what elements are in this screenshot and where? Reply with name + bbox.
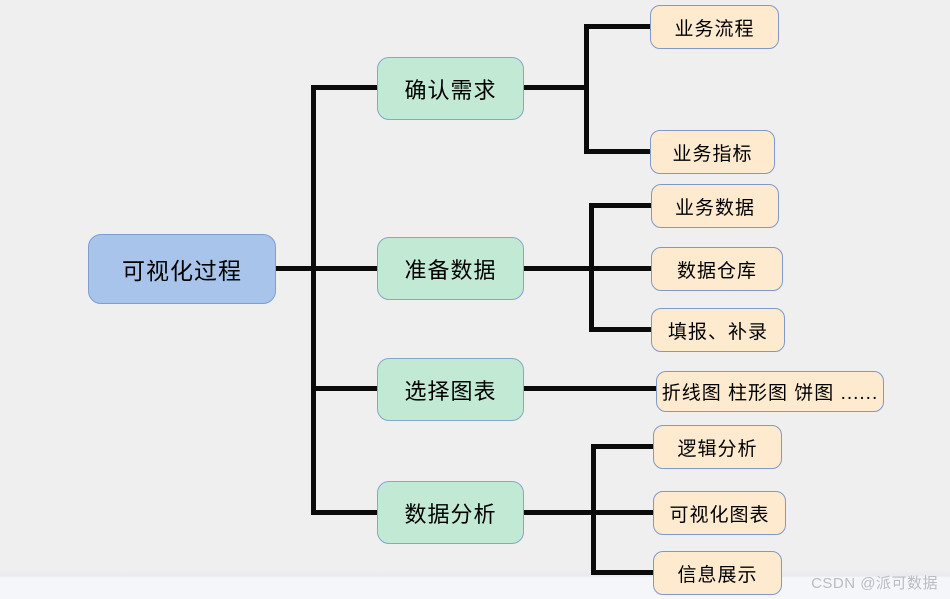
node-leaf-fill-in-supplement[interactable]: 填报、补录 [651, 308, 785, 352]
canvas-bottom-band [0, 577, 950, 599]
canvas-bottom-fade [0, 570, 950, 579]
edge-branch-4-leaf-1 [591, 444, 653, 449]
node-leaf-business-metrics[interactable]: 业务指标 [650, 130, 775, 174]
edge-trunk-to-branch-2 [311, 266, 379, 271]
node-leaf-visual-charts[interactable]: 可视化图表 [653, 491, 786, 535]
node-branch-data-analysis[interactable]: 数据分析 [377, 481, 524, 544]
edge-branch-4-trunk [591, 444, 596, 575]
node-branch-prepare-data[interactable]: 准备数据 [377, 237, 524, 300]
edge-branch-4-stub [524, 510, 596, 515]
edge-branch-1-stub [524, 85, 589, 90]
node-root-visualization-process[interactable]: 可视化过程 [88, 234, 276, 304]
node-leaf-logical-analysis[interactable]: 逻辑分析 [653, 425, 782, 469]
csdn-watermark: CSDN @派可数据 [811, 575, 938, 592]
node-branch-confirm-requirements[interactable]: 确认需求 [377, 57, 524, 120]
edge-branch-2-stub [524, 266, 594, 271]
edge-branch-4-leaf-3 [591, 570, 653, 575]
edge-branch-3-leaf-1 [524, 386, 656, 391]
node-leaf-data-warehouse[interactable]: 数据仓库 [651, 247, 783, 291]
edge-branch-2-leaf-3 [589, 327, 651, 332]
edge-trunk-to-branch-3 [311, 386, 379, 391]
edge-branch-1-leaf-1 [584, 24, 650, 29]
edge-main-trunk [311, 85, 316, 515]
edge-trunk-to-branch-1 [311, 85, 379, 90]
edge-branch-2-leaf-2 [589, 266, 651, 271]
edge-branch-1-trunk [584, 24, 589, 154]
edge-branch-2-leaf-1 [589, 203, 651, 208]
node-leaf-business-process[interactable]: 业务流程 [650, 5, 779, 49]
edge-trunk-to-branch-4 [311, 510, 379, 515]
node-leaf-information-display[interactable]: 信息展示 [653, 551, 782, 595]
edge-branch-4-leaf-2 [591, 510, 653, 515]
edge-root-to-trunk [276, 266, 316, 271]
node-leaf-chart-types[interactable]: 折线图 柱形图 饼图 ...... [656, 371, 884, 412]
edge-branch-1-leaf-2 [584, 149, 650, 154]
node-branch-select-chart[interactable]: 选择图表 [377, 358, 524, 421]
node-leaf-business-data[interactable]: 业务数据 [651, 184, 779, 228]
